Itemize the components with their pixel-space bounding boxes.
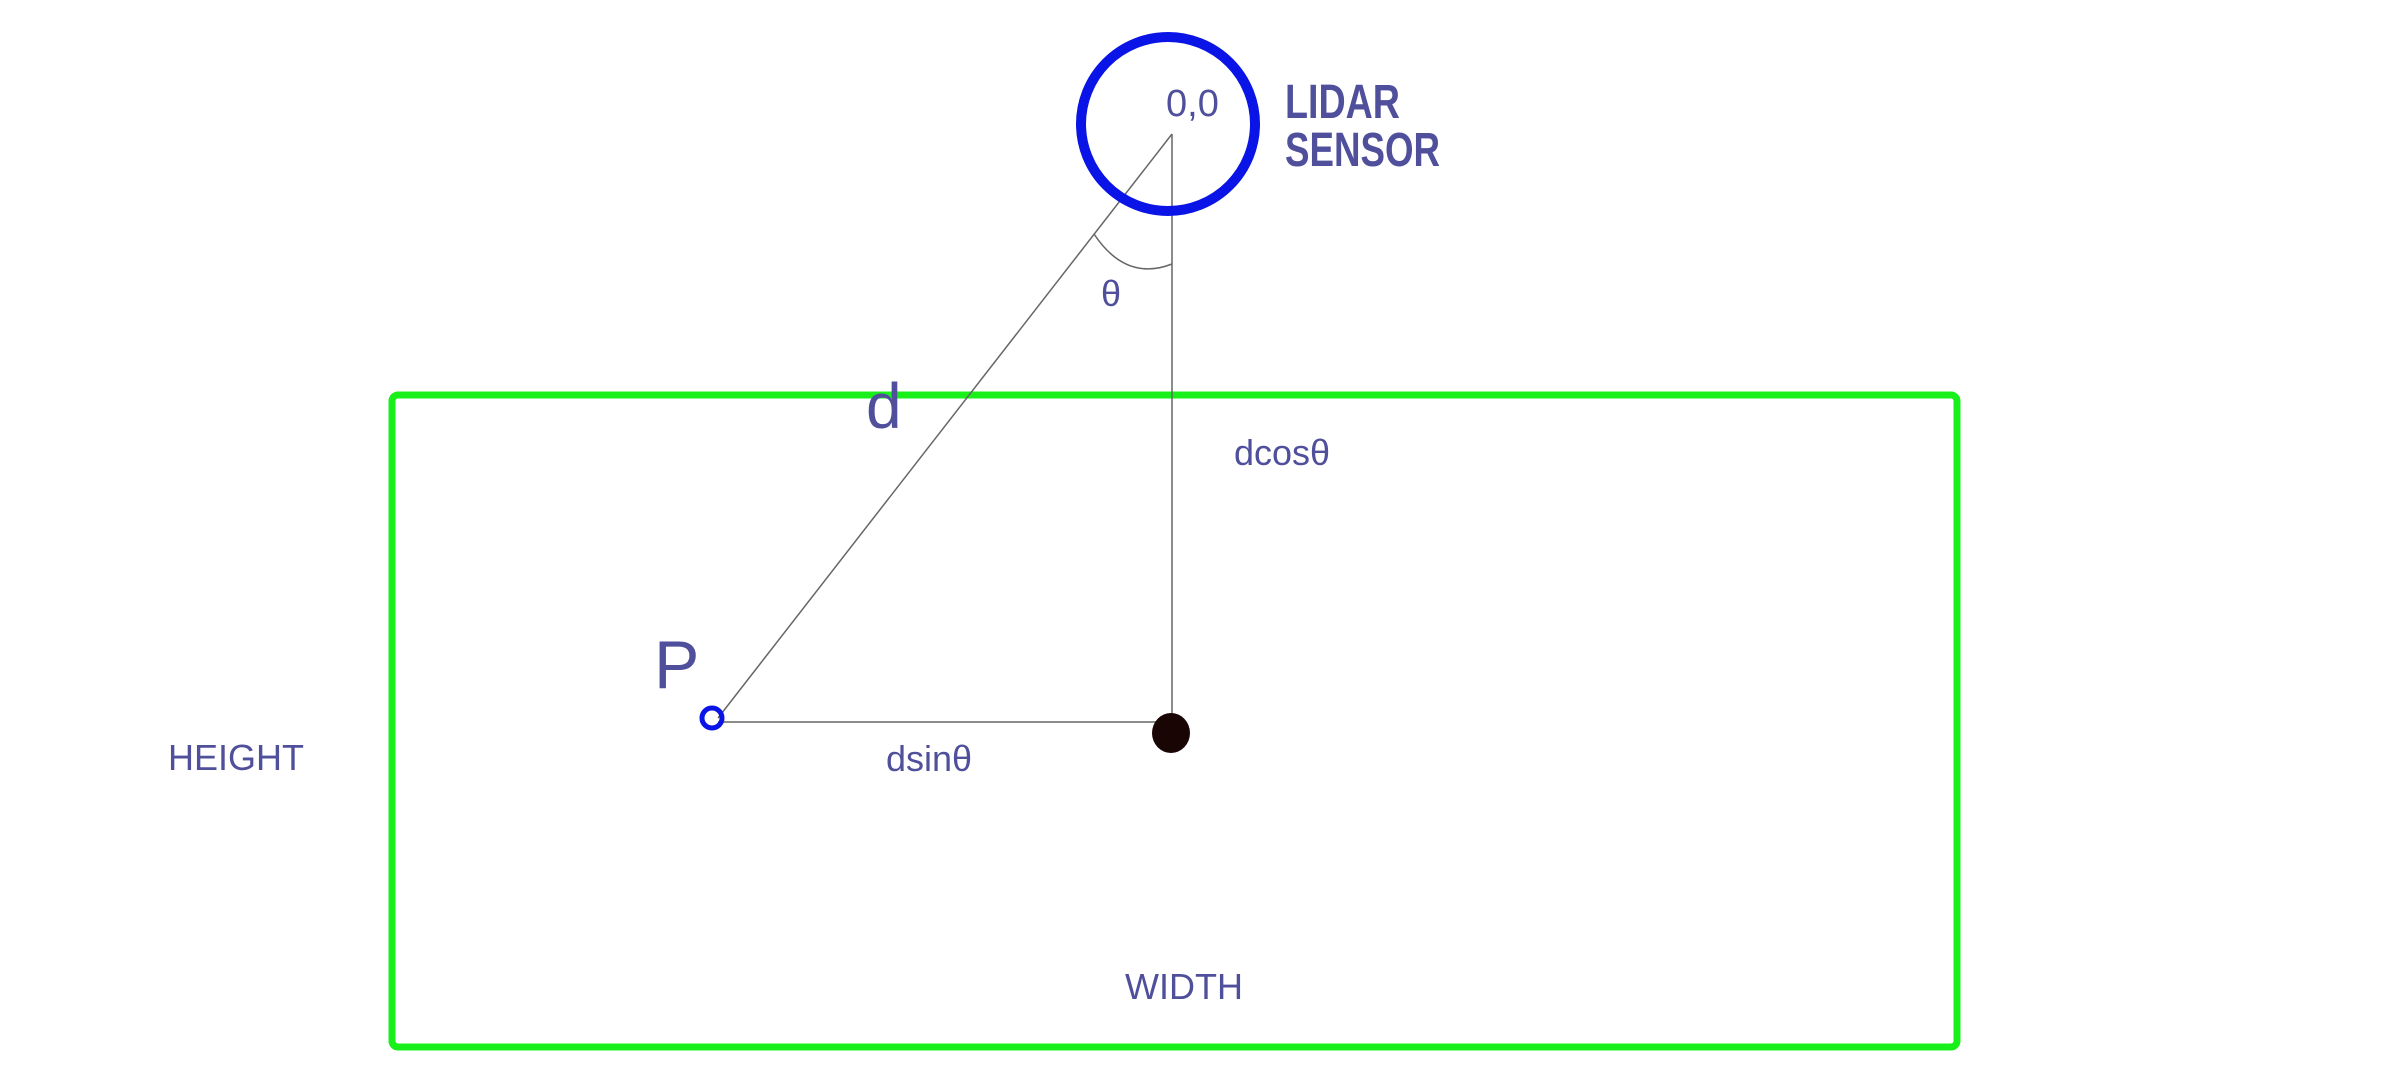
sensor-label-line1: LIDAR: [1285, 76, 1400, 129]
distance-line: [717, 133, 1173, 719]
sensor-label-line2: SENSOR: [1285, 124, 1440, 177]
room-boundary: [388, 391, 1961, 1051]
point-label: P: [654, 627, 699, 703]
reference-dot: [1152, 713, 1190, 753]
point-p-marker: [699, 705, 725, 731]
width-label: WIDTH: [1125, 966, 1243, 1007]
origin-label: 0,0: [1166, 83, 1219, 125]
dsin-label: dsinθ: [886, 738, 972, 779]
theta-label: θ: [1101, 273, 1121, 314]
height-label: HEIGHT: [168, 737, 304, 778]
dcos-label: dcosθ: [1234, 432, 1330, 473]
theta-angle-arc: [1093, 233, 1173, 270]
lidar-sensor-circle: [1076, 32, 1260, 216]
distance-label: d: [866, 370, 902, 442]
